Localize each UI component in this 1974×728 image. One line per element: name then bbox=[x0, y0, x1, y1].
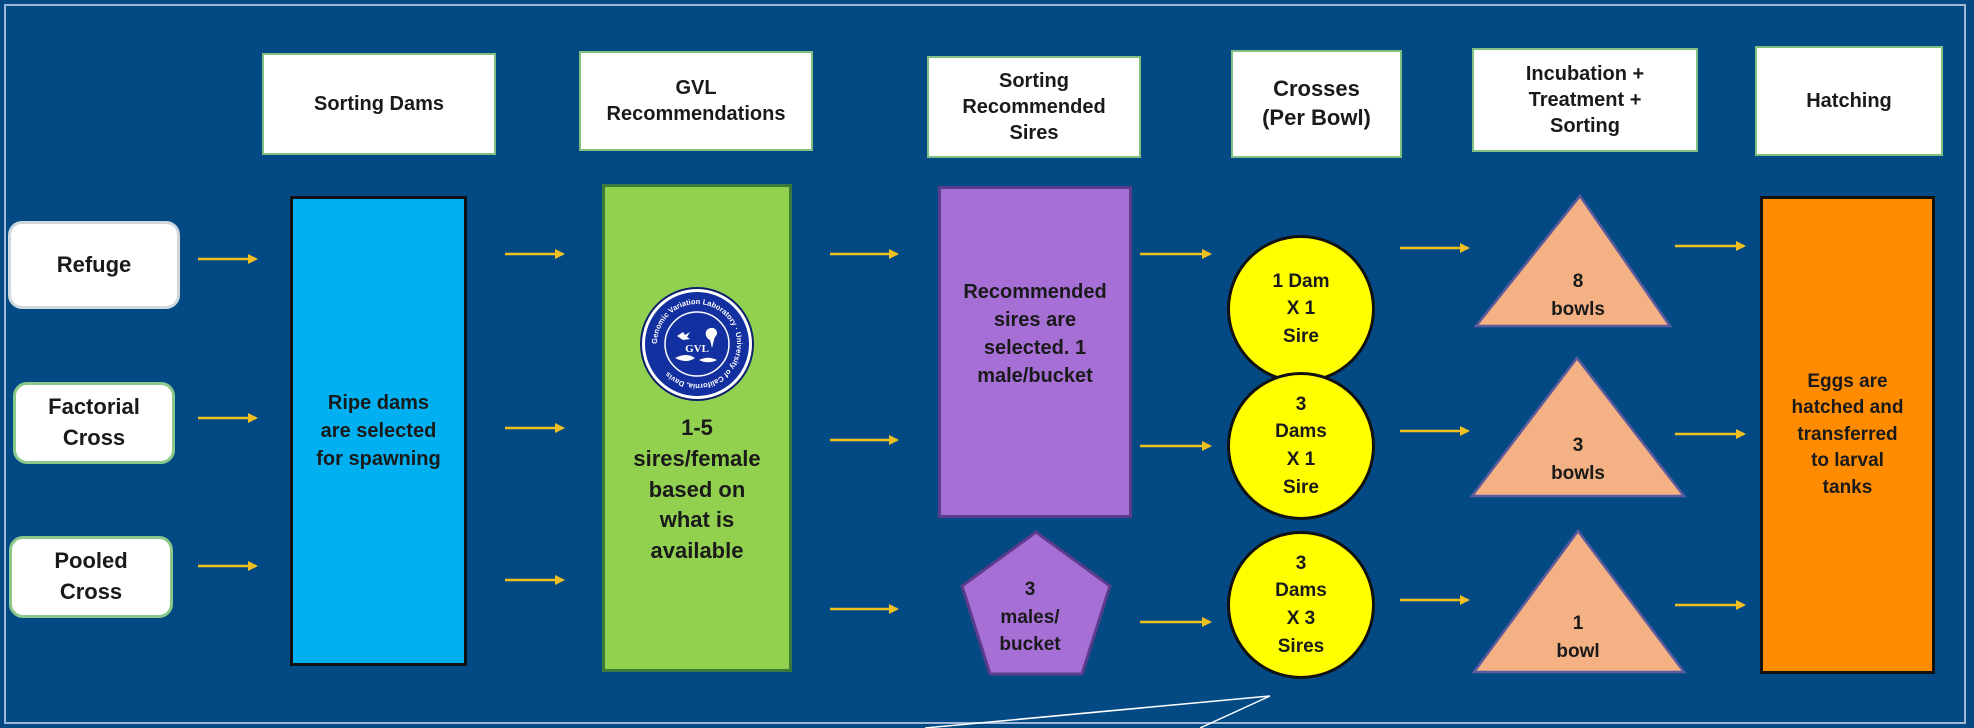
source-pooled-cross: Pooled Cross bbox=[9, 536, 173, 618]
gvl-logo-icon: Genomic Variation Laboratory · Universit… bbox=[642, 289, 752, 399]
pentagon-label: 3 males/ bucket bbox=[999, 579, 1061, 656]
cross-1-dam-1-sire: 1 Dam X 1 Sire bbox=[1227, 235, 1375, 383]
triangle-bowls-8 bbox=[1473, 193, 1673, 328]
header-sorting-recommended-sires: Sorting Recommended Sires bbox=[927, 56, 1141, 158]
cross-3-dams-3-sires: 3 Dams X 3 Sires bbox=[1227, 531, 1375, 679]
bowls-3-label: 3 bowls bbox=[1551, 435, 1605, 484]
header-incubation: Incubation + Treatment + Sorting bbox=[1472, 48, 1698, 152]
box-gvl: Genomic Variation Laboratory · Universit… bbox=[602, 184, 792, 672]
header-crosses: Crosses (Per Bowl) bbox=[1231, 50, 1402, 158]
box-hatching-text: Eggs are hatched and transferred to larv… bbox=[1791, 370, 1904, 498]
source-factorial-cross: Factorial Cross bbox=[13, 382, 175, 464]
cross-3-dams-1-sire: 3 Dams X 1 Sire bbox=[1227, 372, 1375, 520]
box-hatching: Eggs are hatched and transferred to larv… bbox=[1760, 196, 1935, 674]
callout-line bbox=[924, 695, 1271, 728]
box-ripe-dams-text: Ripe dams are selected for spawning bbox=[316, 392, 441, 470]
triangle-bowls-3 bbox=[1469, 355, 1687, 498]
box-gvl-text: 1-5 sires/female based on what is availa… bbox=[633, 415, 761, 564]
box-recommended-sires: Recommended sires are selected. 1 male/b… bbox=[938, 186, 1132, 518]
bowls-1-label: 1 bowl bbox=[1556, 613, 1600, 662]
box-recommended-sires-text: Recommended sires are selected. 1 male/b… bbox=[963, 281, 1107, 387]
box-ripe-dams: Ripe dams are selected for spawning bbox=[290, 196, 467, 666]
svg-text:GVL: GVL bbox=[685, 343, 709, 355]
header-hatching: Hatching bbox=[1755, 46, 1943, 156]
pentagon-shape bbox=[960, 530, 1112, 676]
header-gvl-recommendations: GVL Recommendations bbox=[579, 51, 813, 151]
header-sorting-dams: Sorting Dams bbox=[262, 53, 496, 155]
triangle-bowls-1 bbox=[1471, 528, 1687, 674]
source-refuge: Refuge bbox=[8, 221, 180, 309]
bowls-8-label: 8 bowls bbox=[1551, 271, 1605, 320]
